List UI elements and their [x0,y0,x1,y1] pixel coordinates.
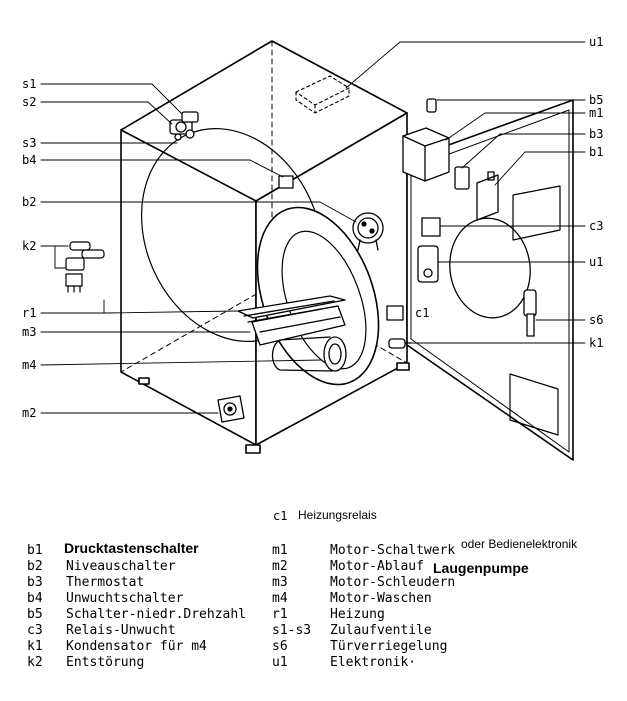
legend-code: c3 [27,623,43,638]
callout-m1: m1 [589,106,604,120]
legend-code: b5 [27,607,43,622]
legend-desc: Niveauschalter [66,559,176,574]
legend-desc: Elektronik· [330,655,417,670]
legend-desc: Motor-Schleudern [330,575,456,590]
callout-b4: b4 [22,153,37,167]
u1-door-electronics [417,245,439,283]
callout-s6: s6 [589,313,604,327]
legend-code: k1 [27,639,43,654]
callout-r1: r1 [22,306,37,320]
k2-suppressors [65,241,105,293]
legend-desc: Zulaufventile [330,623,432,638]
motors [251,305,347,372]
m1-program-motor [402,127,450,182]
legend-code: r1 [272,607,288,622]
callout-k2: k2 [22,239,37,253]
c1-heater-relay [386,305,404,321]
s6-door-lock [523,289,537,337]
callout-m4: m4 [22,358,37,372]
legend-desc: Drucktastenschalter [64,540,199,556]
callout-b3: b3 [589,127,604,141]
legend-desc: Türverriegelung [330,639,448,654]
legend-code: m1 [272,543,288,558]
note-bedienelektronik: oder Bedienelektronik [461,537,578,551]
legend-desc: Motor-Ablauf [330,559,424,574]
legend-code: u1 [272,655,288,670]
legend-code: b4 [27,591,43,606]
callout-c1: c1 [415,306,430,320]
legend-desc: Thermostat [66,575,145,590]
legend-code: b2 [27,559,43,574]
door-panel [406,99,574,461]
legend-code: b3 [27,575,43,590]
callout-u1-top: u1 [589,35,604,49]
b5-low-speed-switch [426,98,437,113]
legend-desc: Entstörung [66,655,145,670]
legend-code: m4 [272,591,288,606]
legend-desc: Schalter-niedr.Drehzahl [66,607,247,622]
inlet-valves [169,111,199,141]
callout-b1: b1 [589,145,604,159]
m2-drain-pump [217,395,245,423]
legend-code: k2 [27,655,43,670]
c3-relay [421,217,441,237]
b2-level-switch [352,212,384,251]
legend-desc: Relais-Unwucht [66,623,176,638]
legend-code: m3 [272,575,288,590]
legend-desc: Motor-Schaltwerk [330,543,456,558]
callout-k1: k1 [589,336,604,350]
callout-b5: b5 [589,93,604,107]
callout-s2: s2 [22,95,37,109]
callout-s3: s3 [22,136,37,150]
leader-lines [40,41,586,414]
callout-b2: b2 [22,195,37,209]
legend-code: m2 [272,559,288,574]
u1-electronics-box [295,75,350,114]
legend-desc: Motor-Waschen [330,591,432,606]
legend-code: s6 [272,639,288,654]
b4-unbalance-switch [278,175,294,189]
legend-code: b1 [27,543,43,558]
legend-desc: Kondensator für m4 [66,639,207,654]
callout-s1: s1 [22,77,37,91]
k1-capacitor [388,338,412,349]
callout-u1-right: u1 [589,255,604,269]
b3-thermostat [454,166,470,190]
legend-code: s1-s3 [272,623,312,638]
note-text: Heizungsrelais [298,508,377,522]
callout-m2: m2 [22,406,37,420]
callout-c3: c3 [589,219,604,233]
b1-pushbutton-switch [476,171,499,221]
callout-m3: m3 [22,325,37,339]
legend-desc: Unwuchtschalter [66,591,184,606]
legend-laugenpumpe: Laugenpumpe [433,560,529,576]
legend-desc: Heizung [330,607,385,622]
note-code: c1 [273,509,288,523]
